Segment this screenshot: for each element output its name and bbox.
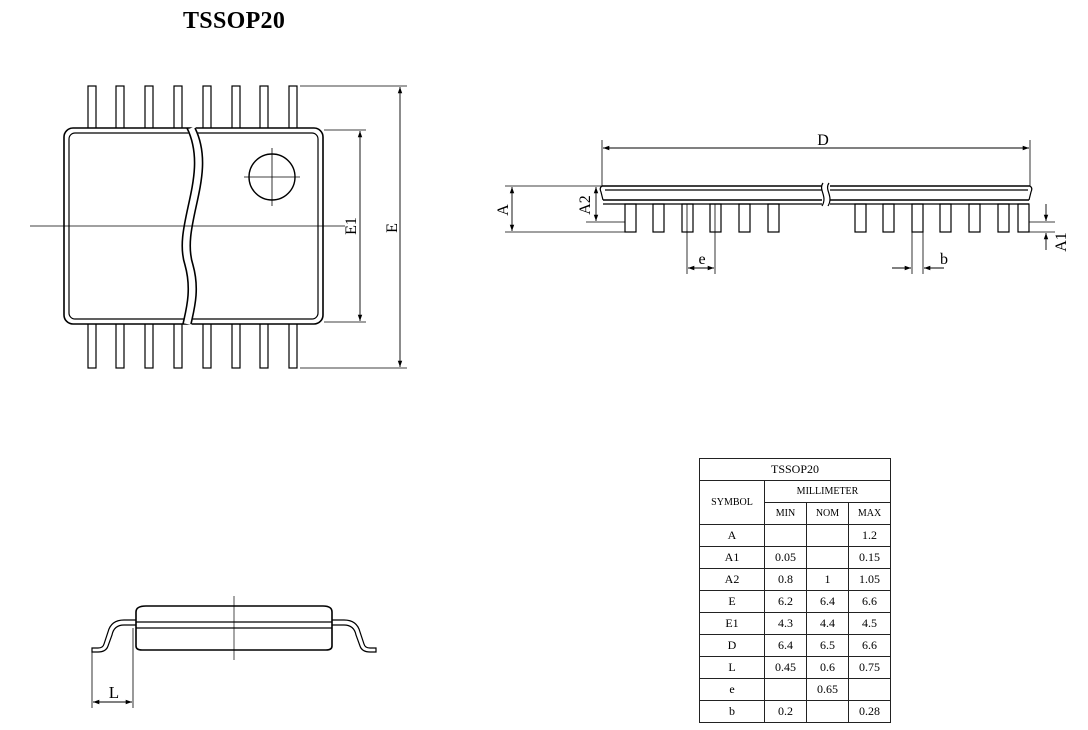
row-max: 6.6 <box>848 634 891 657</box>
row-symbol: E1 <box>699 612 765 635</box>
table-row: b 0.2 0.28 <box>699 700 891 723</box>
row-nom: 6.4 <box>806 590 849 613</box>
table-row: D 6.4 6.5 6.6 <box>699 634 891 657</box>
table-row: E 6.2 6.4 6.6 <box>699 590 891 613</box>
row-symbol: b <box>699 700 765 723</box>
row-max: 0.15 <box>848 546 891 569</box>
row-nom <box>806 524 849 547</box>
row-nom: 0.6 <box>806 656 849 679</box>
row-min: 0.05 <box>764 546 807 569</box>
row-min: 0.2 <box>764 700 807 723</box>
row-max: 1.2 <box>848 524 891 547</box>
table-row: E1 4.3 4.4 4.5 <box>699 612 891 635</box>
table-row: e 0.65 <box>699 678 891 701</box>
row-max: 4.5 <box>848 612 891 635</box>
unit-header: MILLIMETER <box>764 480 891 503</box>
label-b: b <box>940 251 948 268</box>
row-symbol: L <box>699 656 765 679</box>
row-symbol: E <box>699 590 765 613</box>
table-row: L 0.45 0.6 0.75 <box>699 656 891 679</box>
row-min: 6.4 <box>764 634 807 657</box>
symbol-header: SYMBOL <box>699 480 765 525</box>
label-A2: A2 <box>577 195 594 215</box>
row-min: 6.2 <box>764 590 807 613</box>
row-nom: 1 <box>806 568 849 591</box>
page-title: TSSOP20 <box>183 8 286 34</box>
row-symbol: A <box>699 524 765 547</box>
top-view <box>30 85 407 369</box>
table-row: A 1.2 <box>699 524 891 547</box>
row-nom: 6.5 <box>806 634 849 657</box>
row-nom: 4.4 <box>806 612 849 635</box>
label-A: A <box>495 204 512 216</box>
row-min: 0.45 <box>764 656 807 679</box>
side-leads-left <box>624 203 780 233</box>
col-max: MAX <box>848 502 891 525</box>
row-symbol: D <box>699 634 765 657</box>
col-min: MIN <box>764 502 807 525</box>
row-symbol: A2 <box>699 568 765 591</box>
label-D: D <box>817 132 829 149</box>
row-max <box>848 678 891 701</box>
side-view <box>505 140 1055 274</box>
row-min: 4.3 <box>764 612 807 635</box>
row-max: 1.05 <box>848 568 891 591</box>
label-e: e <box>698 251 705 268</box>
row-max: 0.75 <box>848 656 891 679</box>
top-leads <box>87 85 298 131</box>
row-nom <box>806 546 849 569</box>
lead-profile-view <box>91 596 377 708</box>
row-max: 6.6 <box>848 590 891 613</box>
dimension-table: TSSOP20 SYMBOL MILLIMETER MIN NOM MAX A … <box>699 458 891 723</box>
row-nom <box>806 700 849 723</box>
row-symbol: e <box>699 678 765 701</box>
row-nom: 0.65 <box>806 678 849 701</box>
row-min <box>764 678 807 701</box>
side-leads-right <box>854 203 1030 233</box>
row-min <box>764 524 807 547</box>
table-row: A2 0.8 1 1.05 <box>699 568 891 591</box>
row-max: 0.28 <box>848 700 891 723</box>
label-E1: E1 <box>343 217 360 235</box>
label-L: L <box>109 683 119 702</box>
col-nom: NOM <box>806 502 849 525</box>
table-caption: TSSOP20 <box>699 458 891 481</box>
bottom-leads <box>87 321 298 369</box>
label-E: E <box>384 223 401 233</box>
table-row: A1 0.05 0.15 <box>699 546 891 569</box>
row-symbol: A1 <box>699 546 765 569</box>
label-A1: A1 <box>1053 232 1070 252</box>
row-min: 0.8 <box>764 568 807 591</box>
